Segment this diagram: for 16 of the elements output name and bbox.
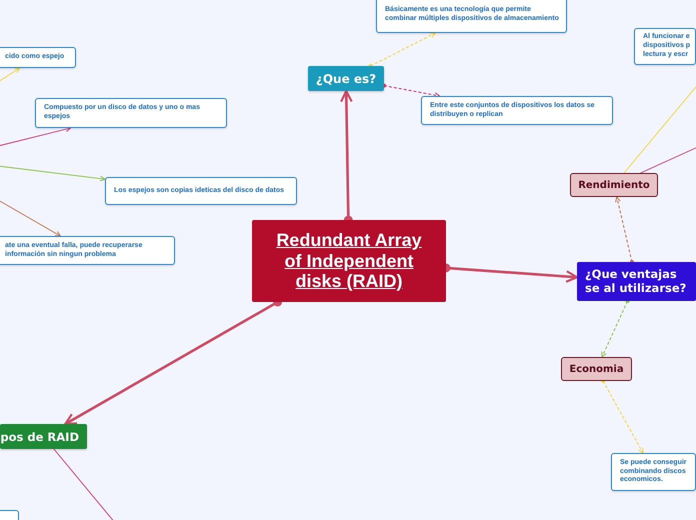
- arrow: [0, 126, 72, 148]
- subtopic-box: Economia: [561, 357, 632, 381]
- subtopic-box: ¿Que ventajas se al utilizarse?: [577, 262, 696, 301]
- arrow: [382, 84, 440, 98]
- arrow: [615, 196, 634, 264]
- arrow: [0, 68, 20, 84]
- arrow: [601, 379, 644, 454]
- arrow: [368, 32, 436, 68]
- arrow: [601, 299, 630, 358]
- connector: [640, 146, 696, 174]
- arrow: [0, 164, 106, 182]
- subtopic-box: pos de RAID: [0, 424, 87, 449]
- subtopic-box: ¿Que es?: [308, 66, 384, 91]
- subtopic-box: Rendimiento: [570, 173, 658, 197]
- topic-box: Redundant Array of Independent disks (RAID): [252, 220, 446, 302]
- arrow: [0, 198, 61, 236]
